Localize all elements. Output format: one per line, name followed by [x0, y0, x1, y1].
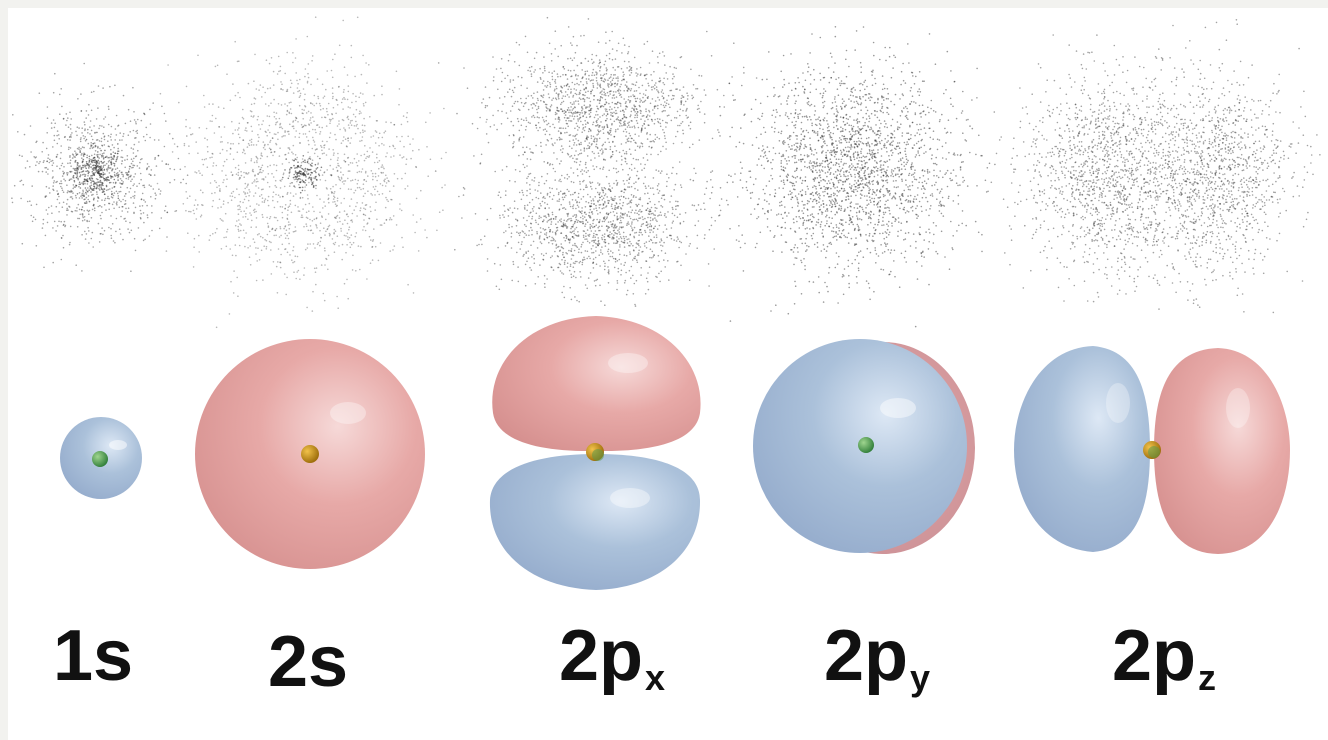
label-2py: 2py	[824, 620, 930, 696]
label-2px-letter: p	[599, 616, 644, 696]
label-2py-subscript: y	[910, 657, 931, 698]
label-1s-main: 1	[53, 616, 94, 696]
label-2px: 2px	[559, 620, 665, 696]
label-2px-subscript: x	[645, 657, 666, 698]
orbital-2px-dot-cloud	[434, 16, 803, 323]
nucleus-1s	[92, 451, 108, 467]
label-1s-letter: s	[93, 616, 134, 696]
label-2py-main: 2	[824, 616, 865, 696]
orbital-2py-surface	[753, 339, 975, 554]
label-2pz-letter: p	[1152, 616, 1197, 696]
label-2px-main: 2	[559, 616, 600, 696]
orbital-1s-surface	[60, 417, 142, 499]
2px-lower-lobe	[489, 454, 701, 590]
label-2py-letter: p	[864, 616, 909, 696]
orbital-2pz-dot-cloud	[976, 19, 1321, 314]
orbital-1s-dot-cloud	[11, 62, 199, 273]
figure-panel: 1s 2s 2px 2py 2pz	[8, 8, 1328, 740]
2px-upper-lobe	[492, 316, 701, 452]
label-2pz-main: 2	[1112, 616, 1153, 696]
2pz-right-lobe	[1154, 348, 1290, 554]
label-2s-letter: s	[308, 622, 349, 702]
label-1s: 1s	[53, 620, 133, 692]
orbital-2pz-surface	[1014, 346, 1290, 554]
orbital-2s-dot-cloud	[156, 16, 488, 329]
2pz-left-lobe	[1014, 346, 1150, 552]
orbital-2s-surface	[195, 339, 425, 569]
label-2s-main: 2	[268, 622, 309, 702]
orbital-scene	[11, 16, 1321, 590]
label-2pz: 2pz	[1112, 620, 1216, 696]
label-2pz-subscript: z	[1198, 657, 1217, 698]
nucleus-2s	[301, 445, 319, 463]
orbital-2px-surface	[489, 316, 701, 590]
label-2s: 2s	[268, 626, 348, 698]
orbital-2py-dot-cloud	[689, 26, 1041, 328]
nucleus-2py	[858, 437, 874, 453]
